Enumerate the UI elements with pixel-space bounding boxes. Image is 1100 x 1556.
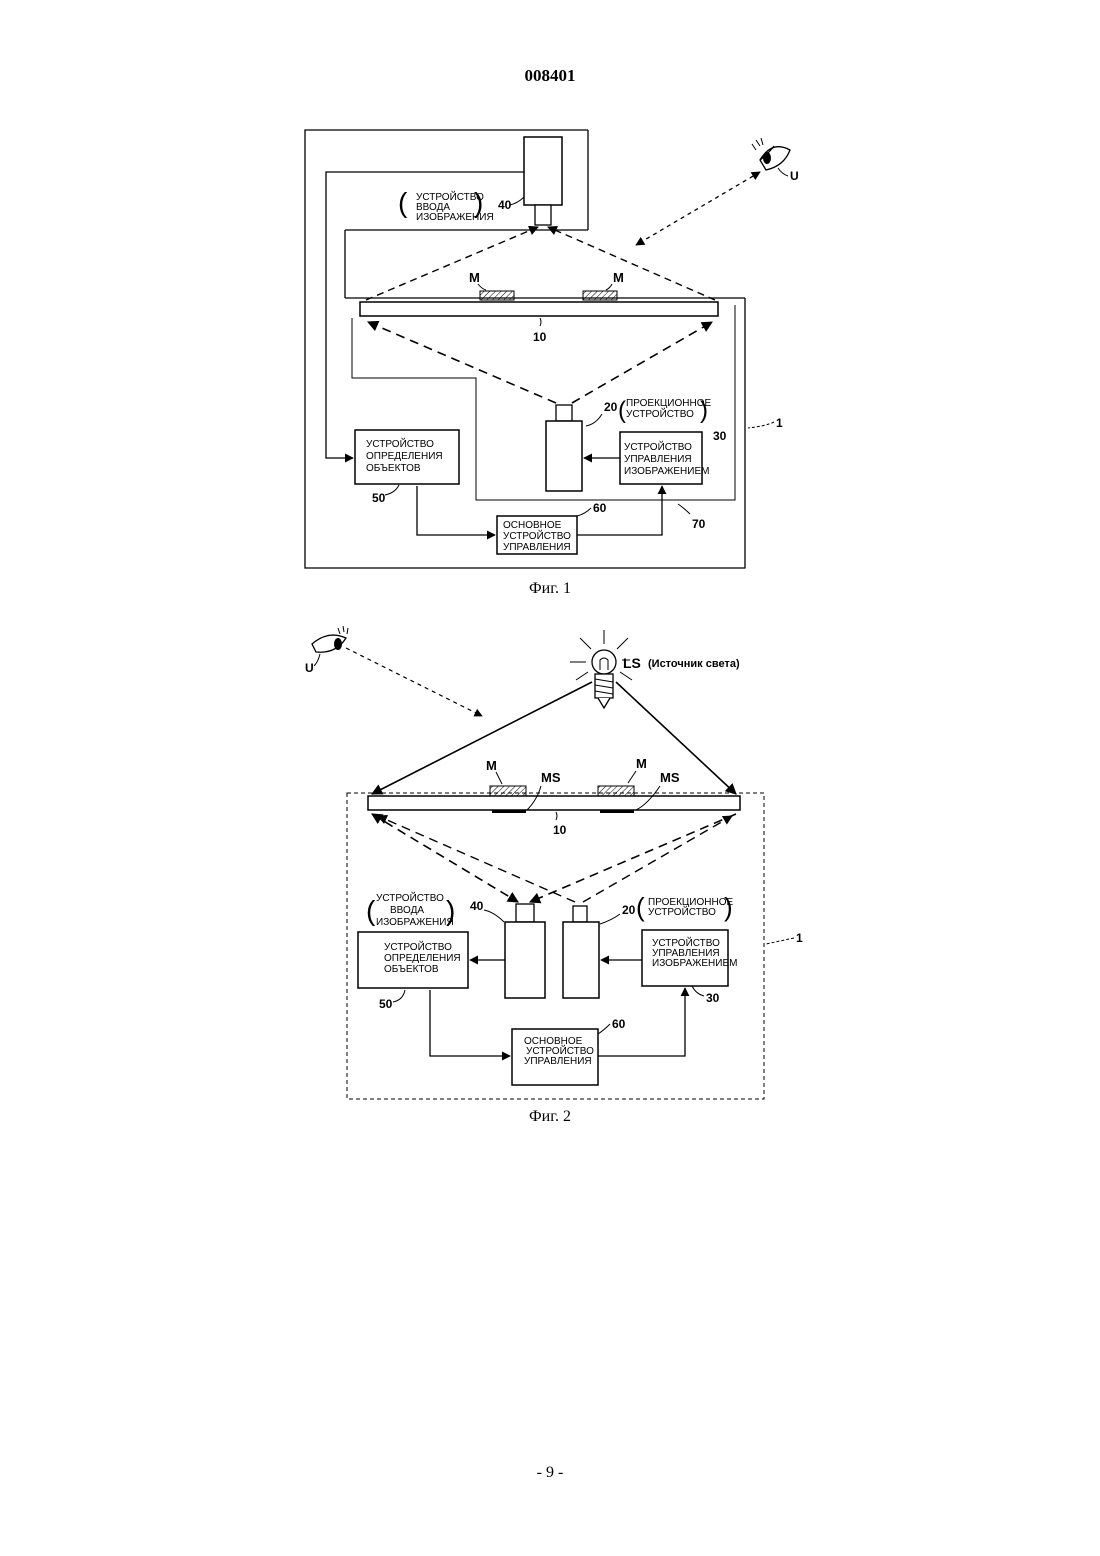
object-detection-ref: 50 bbox=[372, 491, 386, 505]
image-control-label-2: УПРАВЛЕНИЯ bbox=[624, 454, 692, 465]
figure-2-diagram: 1 M M MS MS 10 bbox=[0, 610, 1100, 1130]
screen-2 bbox=[368, 796, 740, 810]
svg-text:): ) bbox=[700, 397, 708, 424]
object-detection-label-2: ОПРЕДЕЛЕНИЯ bbox=[366, 451, 443, 462]
projection-device bbox=[556, 405, 572, 421]
system-ref-2: 1 bbox=[796, 931, 803, 945]
object-detection-label-3: ОБЪЕКТОВ bbox=[366, 463, 421, 474]
projection-ref-2: 20 bbox=[622, 903, 636, 917]
main-control-ref: 60 bbox=[593, 501, 607, 515]
screen-ref: 10 bbox=[533, 330, 547, 344]
object-detection-label-2-3: ОБЪЕКТОВ bbox=[384, 964, 439, 975]
eye-icon-2 bbox=[312, 626, 348, 652]
main-control-label-2-3: УПРАВЛЕНИЯ bbox=[524, 1056, 592, 1067]
svg-text:): ) bbox=[474, 187, 483, 218]
svg-text:(: ( bbox=[398, 187, 408, 218]
svg-text:): ) bbox=[724, 892, 733, 922]
light-source-label: (Источник света) bbox=[648, 658, 740, 670]
light-source-ref: LS bbox=[623, 655, 641, 671]
main-control-label-1: ОСНОВНОЕ bbox=[503, 520, 562, 531]
marker-left bbox=[480, 291, 514, 300]
main-control-label-3: УПРАВЛЕНИЯ bbox=[503, 542, 571, 553]
marker-right bbox=[583, 291, 617, 300]
main-control-ref-2: 60 bbox=[612, 1017, 626, 1031]
screen bbox=[360, 302, 718, 316]
projection-label-2: УСТРОЙСТВО bbox=[626, 407, 694, 420]
image-control-ref: 30 bbox=[713, 429, 727, 443]
enclosure-ref: 70 bbox=[692, 517, 706, 531]
image-control-label-3: ИЗОБРАЖЕНИЕМ bbox=[624, 466, 709, 477]
figure-2-caption: Фиг. 2 bbox=[0, 1108, 1100, 1126]
user-ref: U bbox=[790, 169, 799, 183]
projection-device-2 bbox=[573, 906, 587, 922]
projection-label-1: ПРОЕКЦИОННОЕ bbox=[626, 398, 711, 409]
system-ref: 1 bbox=[776, 416, 783, 430]
svg-text:(: ( bbox=[366, 895, 376, 926]
image-control-label-2-3: ИЗОБРАЖЕНИЕМ bbox=[652, 958, 737, 969]
image-input-label-2-1: УСТРОЙСТВО bbox=[376, 891, 444, 904]
image-input-ref-2: 40 bbox=[470, 899, 484, 913]
figure-1-caption: Фиг. 1 bbox=[0, 580, 1100, 598]
object-detection-label-2-1: УСТРОЙСТВО bbox=[384, 940, 452, 953]
marker-left-label: M bbox=[469, 270, 480, 285]
svg-text:(: ( bbox=[636, 892, 645, 922]
image-input-device bbox=[524, 137, 562, 205]
shadow-right-label: MS bbox=[660, 770, 680, 785]
page-number: - 9 - bbox=[0, 1464, 1100, 1482]
image-input-device-2 bbox=[516, 904, 534, 922]
svg-text:(: ( bbox=[618, 397, 626, 424]
object-detection-label-1: УСТРОЙСТВО bbox=[366, 437, 434, 450]
projection-label-2-2: УСТРОЙСТВО bbox=[648, 905, 716, 918]
eye-icon bbox=[752, 138, 790, 170]
marker-right-label-2: M bbox=[636, 756, 647, 771]
svg-text:): ) bbox=[446, 895, 455, 926]
marker-left-label-2: M bbox=[486, 758, 497, 773]
object-detection-label-2-2: ОПРЕДЕЛЕНИЯ bbox=[384, 953, 461, 964]
shadow-right bbox=[600, 810, 634, 813]
shadow-left bbox=[492, 810, 526, 813]
marker-right-label: M bbox=[613, 270, 624, 285]
screen-ref-2: 10 bbox=[553, 823, 567, 837]
image-control-ref-2: 30 bbox=[706, 991, 720, 1005]
main-control-label-2: УСТРОЙСТВО bbox=[503, 529, 571, 542]
image-control-label-1: УСТРОЙСТВО bbox=[624, 440, 692, 453]
image-input-label-2-2: ВВОДА bbox=[390, 905, 424, 916]
image-input-ref: 40 bbox=[498, 198, 512, 212]
image-input-label-2-3: ИЗОБРАЖЕНИЯ bbox=[376, 917, 454, 928]
projection-ref: 20 bbox=[604, 400, 618, 414]
figure-1-diagram: M M 10 ( УСТРОЙСТВО ВВОДА ИЗОБРАЖЕНИЯ ) … bbox=[0, 0, 1100, 600]
user-ref-2: U bbox=[305, 661, 314, 675]
shadow-left-label: MS bbox=[541, 770, 561, 785]
object-detection-ref-2: 50 bbox=[379, 997, 393, 1011]
